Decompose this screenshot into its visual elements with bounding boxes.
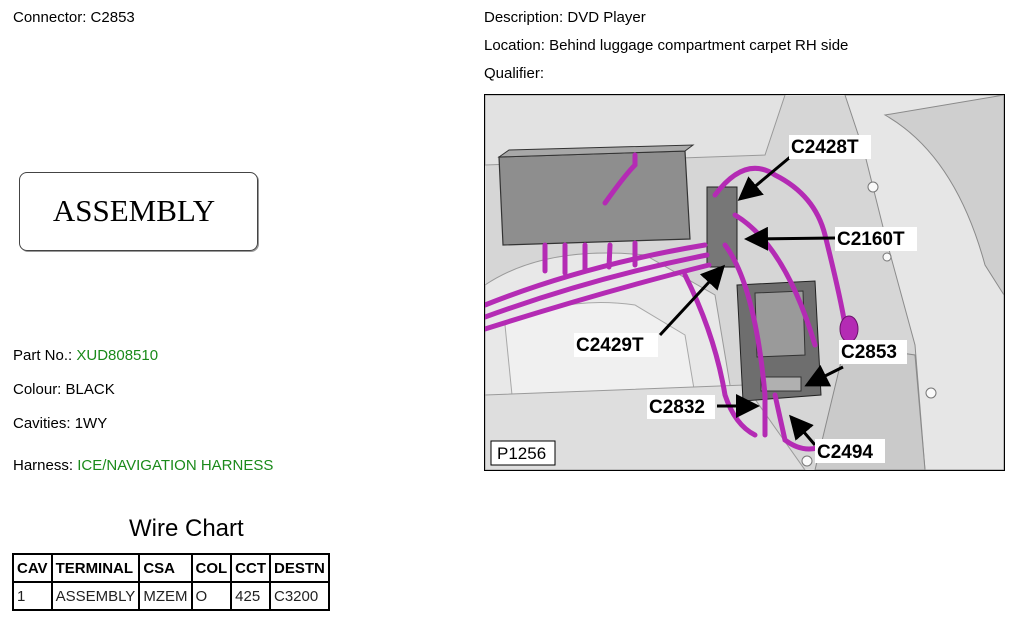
- connector-value: C2853: [90, 9, 135, 26]
- cavities-label: Cavities:: [13, 415, 71, 432]
- harness-label: Harness:: [13, 457, 74, 474]
- cell-csa: MZEM: [138, 581, 193, 611]
- connector-location-image: C2428T C2160T C2429T C2853 C2832 C2494 P…: [484, 94, 1005, 471]
- connector-label: Connector:: [13, 9, 87, 26]
- description-line: Description: DVD Player: [484, 9, 646, 27]
- header-cav: CAV: [12, 553, 53, 583]
- colour-value: BLACK: [65, 381, 115, 398]
- cell-col: O: [190, 581, 233, 611]
- part-number-line: Part No.: XUD808510: [13, 347, 158, 365]
- part-number-link[interactable]: XUD808510: [76, 347, 159, 364]
- header-destn: DESTN: [269, 553, 330, 583]
- assembly-label: ASSEMBLY: [52, 193, 216, 228]
- header-col: COL: [190, 553, 233, 583]
- wire-chart-title: Wire Chart: [129, 515, 244, 542]
- wire-chart-header-row: CAV TERMINAL CSA COL CCT DESTN: [12, 553, 330, 583]
- callout-c2494: C2494: [817, 442, 873, 463]
- callout-c2160t: C2160T: [837, 229, 905, 250]
- cell-destn: C3200: [269, 581, 330, 611]
- header-cct: CCT: [230, 553, 271, 583]
- header-csa: CSA: [138, 553, 193, 583]
- harness-line: Harness: ICE/NAVIGATION HARNESS: [13, 457, 273, 475]
- qualifier-label: Qualifier:: [484, 65, 545, 82]
- location-line: Location: Behind luggage compartment car…: [484, 37, 848, 55]
- assembly-box: ASSEMBLY: [19, 172, 258, 251]
- cell-cav: 1: [12, 581, 53, 611]
- cavities-line: Cavities: 1WY: [13, 415, 107, 433]
- table-row: 1 ASSEMBLY MZEM O 425 C3200: [12, 581, 330, 611]
- qualifier-line: Qualifier:: [484, 65, 544, 83]
- description-value: DVD Player: [567, 9, 646, 26]
- callout-c2853: C2853: [841, 342, 897, 363]
- location-value: Behind luggage compartment carpet RH sid…: [549, 37, 849, 54]
- location-illustration: C2428T C2160T C2429T C2853 C2832 C2494 P…: [485, 95, 1004, 470]
- wire-chart-table: CAV TERMINAL CSA COL CCT DESTN 1 ASSEMBL…: [12, 553, 330, 611]
- location-label: Location:: [484, 37, 545, 54]
- part-number-label: Part No.:: [13, 347, 73, 364]
- description-label: Description:: [484, 9, 564, 26]
- colour-line: Colour: BLACK: [13, 381, 115, 399]
- callout-c2428t: C2428T: [791, 137, 859, 158]
- colour-label: Colour:: [13, 381, 62, 398]
- cell-terminal: ASSEMBLY: [50, 581, 141, 611]
- connector-line: Connector: C2853: [13, 9, 135, 27]
- callout-c2832: C2832: [649, 397, 705, 418]
- header-terminal: TERMINAL: [50, 553, 141, 583]
- image-id-label: P1256: [497, 444, 546, 463]
- cavities-value: 1WY: [74, 415, 108, 432]
- harness-link[interactable]: ICE/NAVIGATION HARNESS: [77, 457, 274, 474]
- callout-c2429t: C2429T: [576, 335, 644, 356]
- cell-cct: 425: [230, 581, 271, 611]
